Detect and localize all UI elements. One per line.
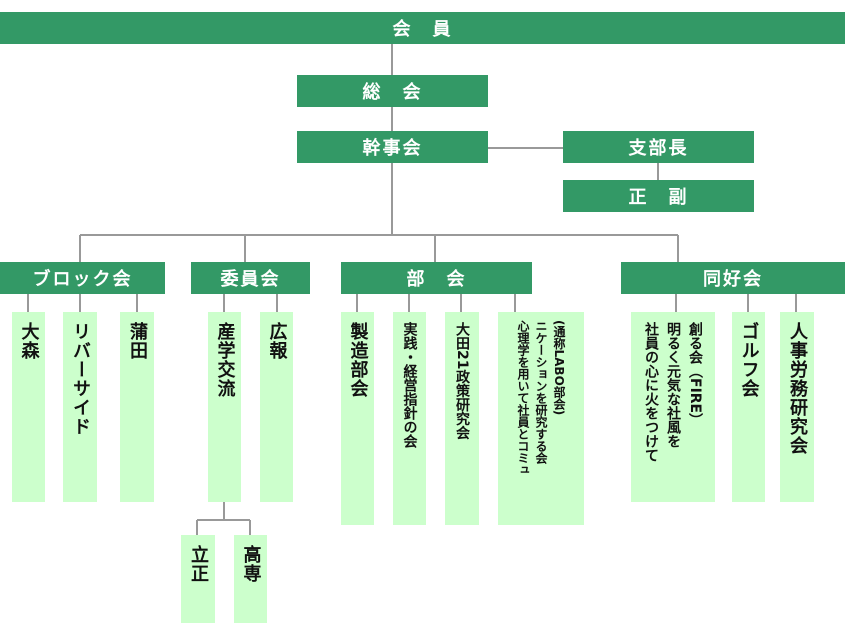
committee-item-label: 産学交流 [214, 322, 236, 398]
block-item-label: 蒲田 [127, 322, 148, 360]
block-riverside: リバーサイド [63, 312, 97, 502]
committee-koho: 広報 [260, 312, 293, 502]
club-item-label: ゴルフ会 [738, 322, 760, 398]
committee-item-label: 広報 [266, 322, 288, 360]
division-jissen: 実践・経営指針の会 [393, 312, 426, 525]
block-kamata: 蒲田 [120, 312, 154, 502]
block-item-label: 大森 [18, 322, 40, 360]
committee-sangaku: 産学交流 [208, 312, 241, 502]
division-item-label: 大田21政策研究会 [454, 322, 470, 440]
club-item-label: 創る会（FIRE） [687, 322, 703, 428]
division-item-label: (通称LABO部会) [552, 320, 566, 416]
block-group-box: ブロック会 [0, 262, 165, 294]
branch-head-box: 支部長 [563, 131, 754, 163]
division-ota21: 大田21政策研究会 [445, 312, 479, 525]
division-seizo: 製造部会 [341, 312, 374, 525]
committee-group-box: 委員会 [191, 262, 310, 294]
deputy-box: 正 副 [563, 180, 754, 212]
division-group-box: 部 会 [341, 262, 532, 294]
sangaku-sub-label: 高専 [240, 545, 262, 583]
general-meeting-box: 総 会 [297, 75, 488, 107]
block-omori: 大森 [12, 312, 45, 502]
division-item-label: 実践・経営指針の会 [401, 322, 418, 448]
members-box: 会 員 [0, 12, 845, 44]
club-fire: 社員の心に火をつけて 明るく元気な社風を 創る会（FIRE） [631, 312, 715, 502]
division-item-label: 製造部会 [347, 322, 369, 398]
club-item-label: 人事労務研究会 [787, 322, 808, 455]
club-item-label: 明るく元気な社風を [665, 322, 681, 448]
division-item-label: ニケーションを研究する会 [534, 320, 548, 464]
sangaku-rissho: 立正 [181, 535, 215, 623]
club-item-label: 社員の心に火をつけて [643, 322, 659, 462]
board-box: 幹事会 [297, 131, 488, 163]
club-group-box: 同好会 [621, 262, 845, 294]
sangaku-sub-label: 立正 [188, 545, 209, 583]
block-item-label: リバーサイド [70, 322, 91, 436]
sangaku-kosen: 高専 [234, 535, 267, 623]
division-item-label: 心理学を用いて社員とコミュ [516, 320, 530, 476]
club-golf: ゴルフ会 [732, 312, 765, 502]
division-labo: 心理学を用いて社員とコミュ ニケーションを研究する会 (通称LABO部会) [498, 312, 584, 525]
club-jinji: 人事労務研究会 [780, 312, 814, 502]
